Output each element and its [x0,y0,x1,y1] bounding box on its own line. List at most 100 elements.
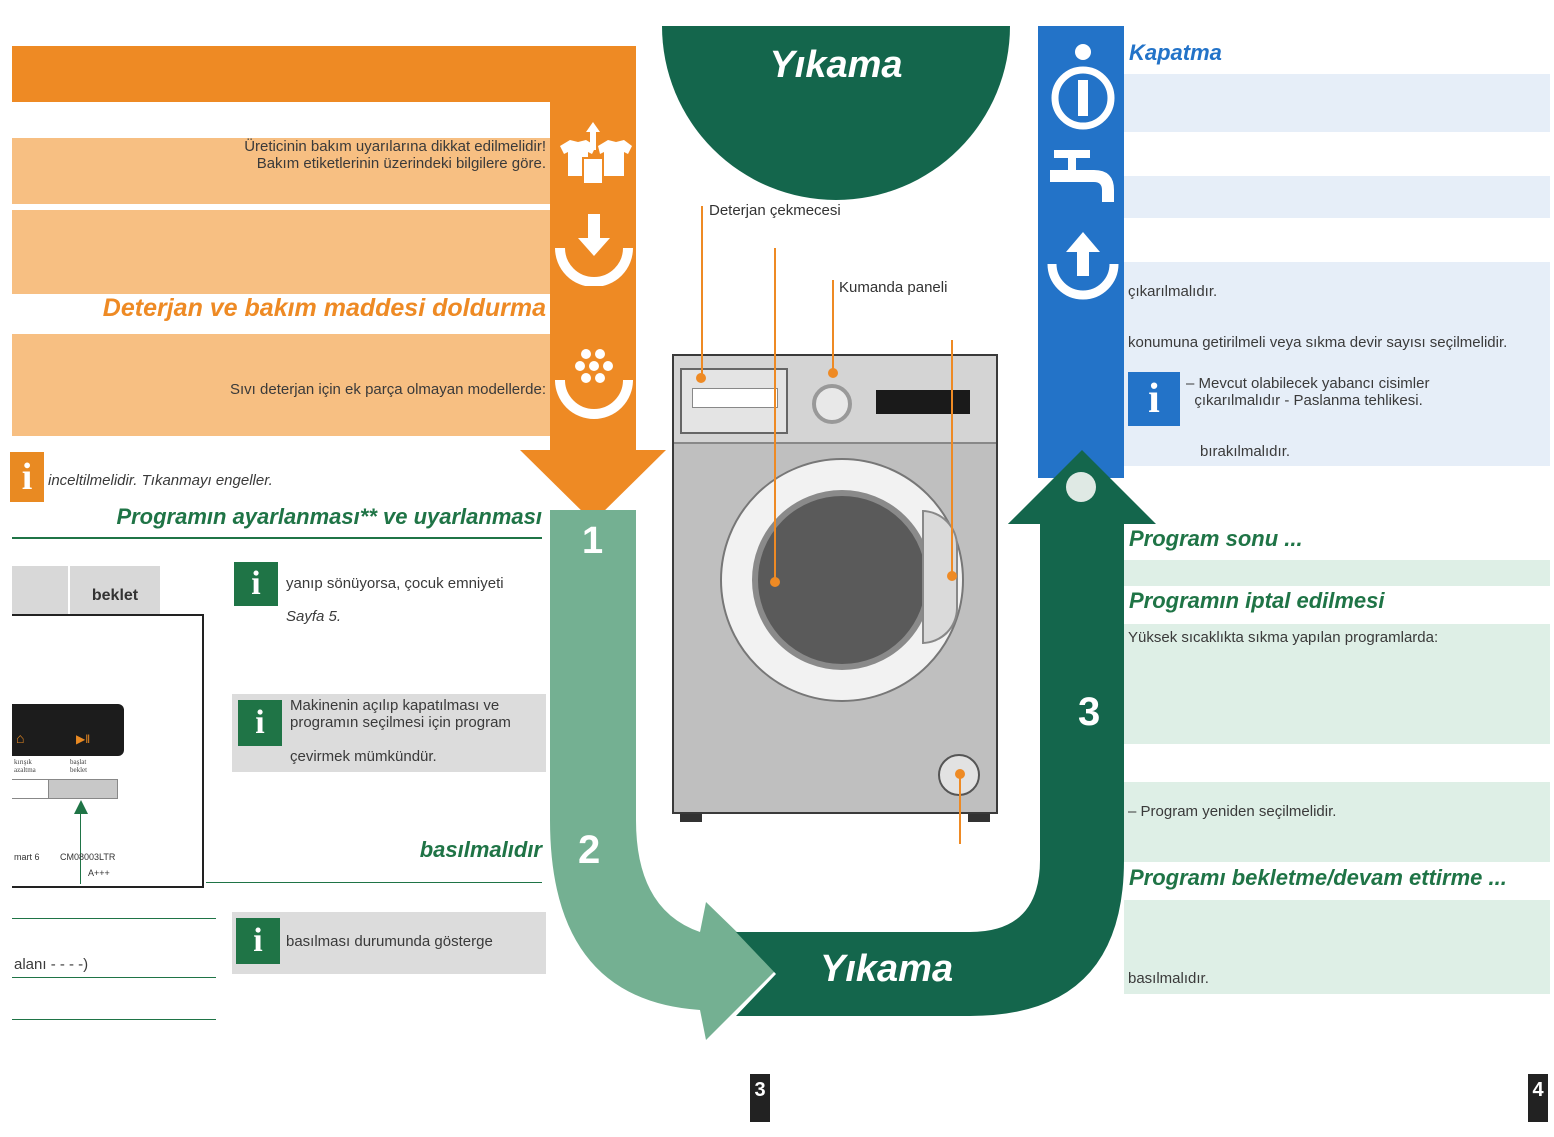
blue-band-3 [1124,262,1550,466]
model-left: mart 6 [14,852,40,862]
water-tap-icon [1050,150,1114,202]
liquid-text: Sıvı deterjan için ek parça olmayan mode… [230,381,546,398]
liquid-detergent-icon [555,349,633,419]
callout-line-handle [951,340,953,576]
dot-panel [828,368,838,378]
panel-display [12,704,124,756]
crease-icon: ⌂ [16,730,25,746]
info3-text: basılması durumunda gösterge [286,933,493,950]
pressed-heading: basılmalıdır [419,837,542,862]
callout-line-pump [959,774,961,844]
callout-line-door [774,248,776,582]
info-icon-1: i [234,562,278,606]
panel-label-right-2: beklet [70,766,88,774]
detergent-heading: Deterjan ve bakım maddesi doldurma [102,294,546,322]
green-band-2 [1124,624,1550,744]
mevcut-line-1: – Mevcut olabilecek yabancı cisimler [1186,375,1430,392]
panel-label-left-2: azaltma [14,766,36,774]
info-icon-3: i [236,918,280,964]
fill-band [12,210,550,294]
green-band-4 [1124,900,1550,994]
page-number-right: 4 [1528,1074,1548,1122]
orange-top-band [12,46,636,102]
orange-arrow-head [520,450,666,522]
info-icon-2: i [238,700,282,746]
machine-display [876,390,970,414]
panel-button-start[interactable] [48,779,118,799]
unload-up-icon [1047,232,1119,300]
label-control-panel: Kumanda paneli [839,279,948,296]
panel-button-left[interactable] [12,779,49,799]
rule-a [12,918,216,919]
label-drawer: Deterjan çekmecesi [709,202,841,219]
kapatma-heading: Kapatma [1129,40,1222,65]
info-orange-text: inceltilmelidir. Tıkanmayı engeller. [48,472,273,489]
detergent-down-icon [555,214,633,286]
green-band-1 [1124,560,1550,586]
yeniden-text: – Program yeniden seçilmelidir. [1128,803,1337,820]
info2-line-3: çevirmek mümkündür. [290,748,437,765]
panel-label-left-1: kırışık [14,758,32,766]
program-heading: Programın ayarlanması** ve uyarlanması [116,504,542,529]
dot-door [770,577,780,587]
step-1: 1 [582,520,604,562]
care-text-2: Bakım etiketlerinin üzerindeki bilgilere… [256,155,546,172]
bottom-title: Yıkama [820,948,954,990]
info1-ref: Sayfa 5. [286,608,342,625]
model-right: CM08003LTR [60,852,116,862]
tab-grey [12,566,68,614]
blue-band-2 [1124,176,1550,218]
pressed-rule [206,882,542,883]
info1-text: yanıp sönüyorsa, çocuk emniyeti [286,575,504,592]
top-title: Yıkama [769,44,903,86]
laundry-sort-icon [560,122,632,185]
step-2: 2 [578,828,601,872]
konumuna-text: konumuna getirilmeli veya sıkma devir sa… [1128,334,1508,351]
callout-line-drawer [701,206,703,378]
birakilmali-text: bırakılmalıdır. [1200,443,1291,460]
program-sonu-heading: Program sonu ... [1129,526,1303,551]
tab-beklet[interactable]: beklet [70,566,160,614]
blue-band-1 [1124,74,1550,132]
panel-frame [12,614,204,888]
callout-line-panel [832,280,834,374]
alani-text: alanı - - - -) [14,956,89,973]
page-number-left: 3 [750,1074,770,1122]
care-text-1: Üreticinin bakım uyarılarına dikkat edil… [244,138,546,155]
pointer-arrow [74,800,88,814]
dot-handle [947,571,957,581]
liquid-band [12,334,550,436]
info2-panel [232,694,546,772]
info2-line-2: programın seçilmesi için program [290,714,511,731]
basilmali-text: basılmalıdır. [1128,970,1209,987]
yuksek-text: Yüksek sıcaklıkta sıkma yapılan programl… [1128,629,1439,646]
pointer-line [80,812,81,884]
dot-pump [955,769,965,779]
green-band-3 [1124,782,1550,862]
step-3: 3 [1078,690,1101,734]
bekletme-heading: Programı bekletme/devam ettirme ... [1129,865,1507,890]
cikarilmali-text: çıkarılmalıdır. [1128,283,1218,300]
info-icon-orange: i [10,452,44,502]
iptal-heading: Programın iptal edilmesi [1129,588,1385,613]
machine-foot-left [680,814,702,822]
white-dot [1066,472,1096,502]
care-band [12,138,550,204]
top-semicircle [662,26,1010,200]
heading-rule [12,537,542,539]
mevcut-line-2: çıkarılmalıdır - Paslanma tehlikesi. [1186,392,1423,409]
machine-foot-right [968,814,990,822]
power-info-icon [1051,44,1115,130]
info-icon-blue: i [1128,372,1180,426]
panel-label-right: başlat beklet [70,758,87,774]
panel-label-right-1: başlat [70,758,87,766]
info2-line-1: Makinenin açılıp kapatılması ve [290,697,500,714]
drawer-handle [692,388,778,408]
rule-c [12,1019,216,1020]
dot-drawer [696,373,706,383]
control-knob[interactable] [812,384,852,424]
rule-b [12,977,216,978]
energy-label: A+++ [88,868,110,878]
play-pause-icon: ▶‖ [76,732,91,746]
panel-label-left: kırışık azaltma [14,758,36,774]
